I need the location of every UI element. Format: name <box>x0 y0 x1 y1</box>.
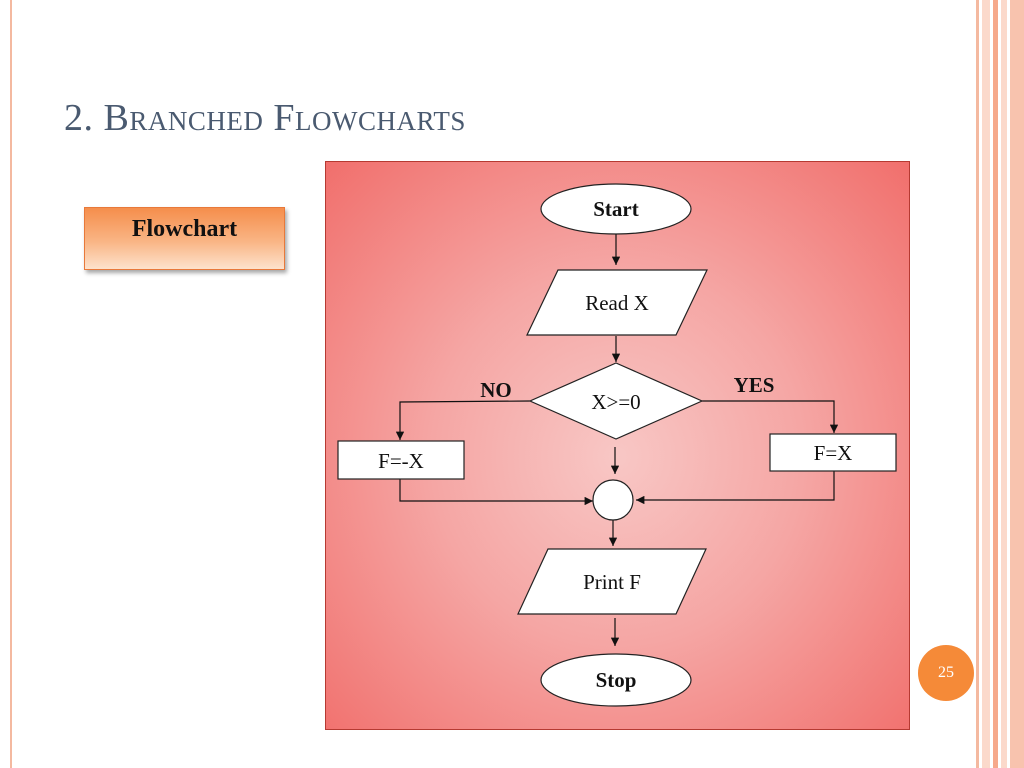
flowchart-diagram: Start Read X X>=0 NO YES F=-X F=X Print … <box>325 161 910 730</box>
start-terminal <box>540 183 692 235</box>
right-decorative-stripes <box>976 0 1024 768</box>
connector-lines <box>395 234 839 646</box>
merge-connector <box>592 479 634 521</box>
start-label: Start <box>593 197 639 221</box>
no-process-label: F=-X <box>378 449 424 473</box>
arrow-yes-to-merge <box>636 470 835 505</box>
decision-label: X>=0 <box>591 390 640 414</box>
arrow-decision-no <box>395 400 531 440</box>
yes-process-label: F=X <box>814 441 853 465</box>
stop-terminal <box>540 653 692 707</box>
flowchart-svg: Start Read X X>=0 NO YES F=-X F=X Print … <box>337 183 897 707</box>
yes-branch-label: YES <box>734 373 775 397</box>
flowchart-button[interactable]: Flowchart <box>84 207 285 270</box>
no-process-box <box>337 440 465 480</box>
slide-title: 2. Branched Flowcharts <box>64 97 466 139</box>
read-input-label: Read X <box>585 291 649 315</box>
print-output-label: Print F <box>583 570 641 594</box>
page-number-badge: 25 <box>918 645 974 701</box>
read-input-parallelogram <box>526 269 708 336</box>
yes-process-box <box>769 433 897 472</box>
arrow-decision-yes <box>702 400 839 433</box>
no-branch-label: NO <box>480 378 512 402</box>
left-border-line <box>10 0 12 768</box>
stop-label: Stop <box>596 668 637 692</box>
arrow-no-to-merge <box>399 479 593 506</box>
decision-diamond <box>528 362 704 440</box>
print-output-parallelogram <box>517 548 707 615</box>
